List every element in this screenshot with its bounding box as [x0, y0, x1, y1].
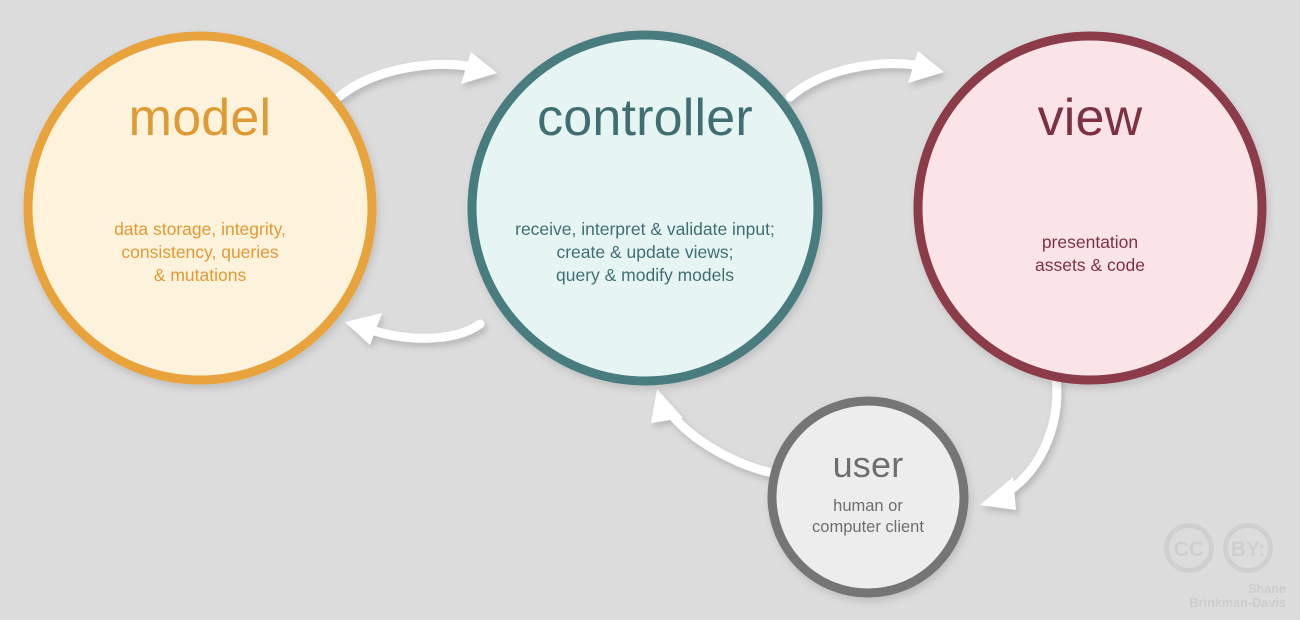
node-circle-model[interactable]	[23, 31, 377, 385]
by-icon: BY:	[1223, 523, 1273, 573]
attribution-author-line2: Brinkman-Davis	[1189, 596, 1286, 610]
arrow-user-to-controller	[651, 389, 795, 481]
cc-icon: CC	[1164, 523, 1214, 573]
node-circle-user[interactable]	[767, 396, 969, 598]
creative-commons-badge[interactable]: CC BY:	[1160, 522, 1286, 610]
arrow-controller-to-model	[345, 313, 485, 345]
node-circle-view[interactable]	[913, 31, 1267, 385]
svg-text:BY:: BY:	[1231, 538, 1266, 561]
attribution-author-line1: Shane	[1247, 582, 1286, 596]
node-circle-controller[interactable]	[467, 30, 823, 386]
arrow-controller-to-view	[785, 51, 944, 102]
svg-text:CC: CC	[1174, 538, 1204, 561]
attribution-credit: Shane Brinkman-Davis	[1160, 582, 1286, 610]
arrow-model-to-controller	[335, 52, 497, 101]
arrow-view-to-user	[980, 373, 1062, 510]
